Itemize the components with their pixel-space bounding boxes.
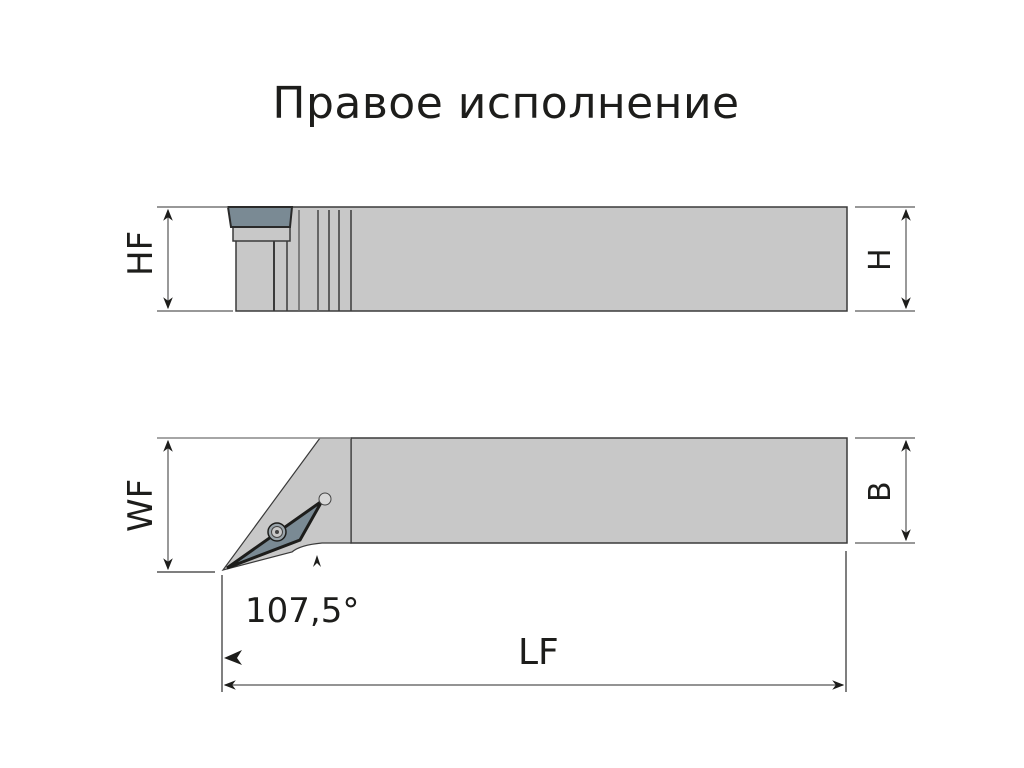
angle-arrow-icon bbox=[313, 555, 321, 567]
shank-top bbox=[350, 437, 848, 544]
page-title: Правое исполнение bbox=[272, 78, 740, 129]
insert-side bbox=[226, 206, 294, 228]
wf-label: WF bbox=[121, 479, 161, 532]
lf-small-arrow-icon bbox=[224, 650, 242, 665]
h-label: H bbox=[863, 248, 898, 271]
lf-label: LF bbox=[518, 632, 559, 673]
side-view: HF H bbox=[121, 206, 915, 312]
top-view: 107,5° WF B LF bbox=[121, 437, 915, 692]
hf-label: HF bbox=[121, 231, 161, 276]
b-label: B bbox=[863, 481, 898, 502]
angle-label: 107,5° bbox=[245, 591, 359, 631]
head-top bbox=[221, 437, 352, 572]
shank-side bbox=[235, 206, 848, 312]
